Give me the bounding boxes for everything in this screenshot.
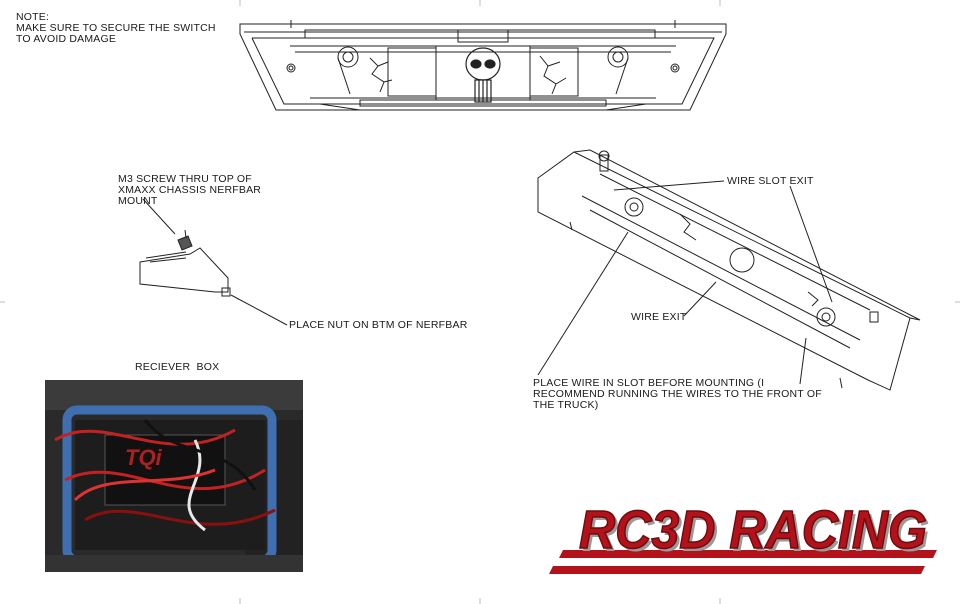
m3-screw-callout: M3 SCREW THRU TOP OF XMAXX CHASSIS NERFB… (118, 173, 262, 207)
note-title: NOTE: (16, 11, 50, 23)
note-body: MAKE SURE TO SECURE THE SWITCH TO AVOID … (16, 22, 216, 45)
wire-exit-callout: WIRE EXIT (631, 311, 687, 323)
svg-text:TQi: TQi (125, 445, 163, 470)
skull-emblem-icon (465, 47, 501, 103)
wire-slot-exit-callout: WIRE SLOT EXIT (727, 175, 814, 187)
rc3d-racing-logo: RC3D RACING RC3D RACING (549, 499, 937, 574)
logo-text: RC3D RACING (579, 500, 927, 560)
crack-graphic-icon (369, 55, 567, 95)
place-wire-callout: PLACE WIRE IN SLOT BEFORE MOUNTING (I RE… (533, 377, 822, 411)
place-nut-callout: PLACE NUT ON BTM OF NERFBAR (289, 319, 468, 331)
crack-graphic-icon (679, 213, 819, 307)
receiver-box-label: RECIEVER BOX (135, 361, 220, 373)
logo-text-shadow: RC3D RACING (582, 503, 930, 563)
receiver-box-photo: TQi (45, 380, 303, 572)
